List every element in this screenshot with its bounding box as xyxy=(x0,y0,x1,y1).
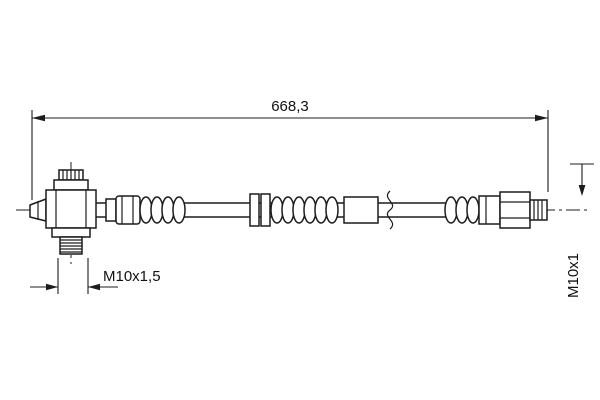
overall-length-label: 668,3 xyxy=(271,98,309,115)
ferrule-body xyxy=(115,195,141,225)
overall-length-dimension: 668,3 xyxy=(31,98,549,200)
identification-sleeve xyxy=(343,196,379,224)
arrowhead-left-icon xyxy=(32,114,45,122)
corrugation-rib xyxy=(161,196,175,224)
corrugation-rib xyxy=(139,196,153,224)
corrugation-rib xyxy=(172,196,186,224)
corrugation-rib xyxy=(325,196,339,224)
hex-nut xyxy=(499,191,531,229)
corrugation-rib xyxy=(455,196,469,224)
right-thread-dimension: M10x1 xyxy=(565,163,594,298)
washer xyxy=(51,227,91,238)
collar-ring xyxy=(249,193,260,227)
right-ferrule xyxy=(478,195,501,225)
left-crimp-ferrule xyxy=(105,195,141,225)
corrugation-rib xyxy=(281,196,295,224)
banjo-fitting xyxy=(29,169,97,255)
arrowhead-right-icon xyxy=(46,283,58,291)
bolt-flange xyxy=(53,179,89,191)
corrugation-rib xyxy=(303,196,317,224)
arrowhead-left-icon xyxy=(88,283,100,291)
arrowhead-down-icon xyxy=(578,185,586,196)
corrugated-section-1 xyxy=(139,196,186,224)
corrugation-rib xyxy=(466,196,480,224)
right-thread-label: M10x1 xyxy=(565,253,582,298)
step-ring xyxy=(105,198,117,222)
collar-ring xyxy=(260,193,271,227)
corrugation-rib xyxy=(444,196,458,224)
right-end-fitting xyxy=(478,191,548,229)
left-thread-label: M10x1,5 xyxy=(103,268,161,285)
protection-collar xyxy=(249,193,271,227)
arrowhead-right-icon xyxy=(535,114,548,122)
corrugated-section-3 xyxy=(444,196,480,224)
corrugation-rib xyxy=(292,196,306,224)
corrugation-rib xyxy=(270,196,284,224)
corrugation-rib xyxy=(314,196,328,224)
left-thread-dimension: M10x1,5 xyxy=(30,258,161,294)
corrugation-rib xyxy=(150,196,164,224)
break-symbol xyxy=(386,190,394,230)
banjo-eye-block xyxy=(45,189,97,229)
corrugated-section-2 xyxy=(270,196,339,224)
